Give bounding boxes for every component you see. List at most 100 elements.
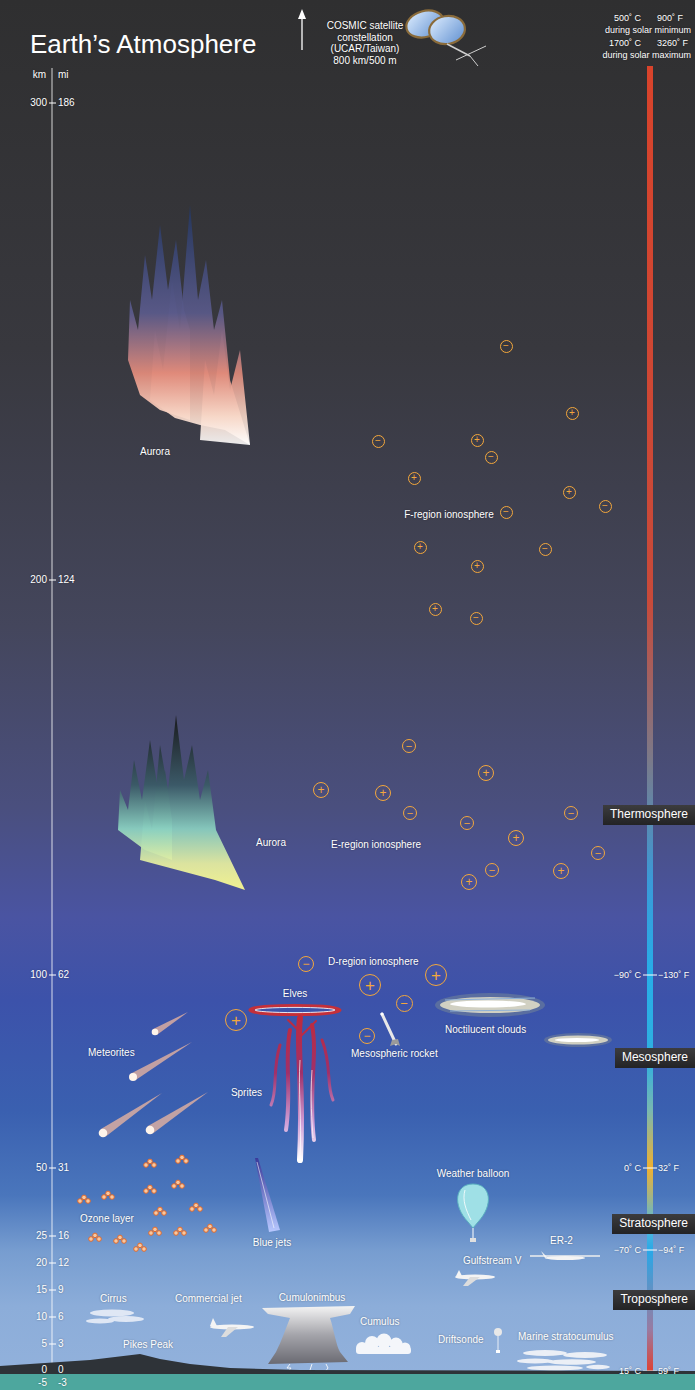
node-text: − <box>407 808 413 819</box>
node-text: − <box>375 436 381 446</box>
temperature-label: −90˚ C <box>614 970 641 980</box>
ion-symbol: − <box>500 340 513 353</box>
feature-label: Weather balloon <box>437 1168 510 1180</box>
altitude-km: 50 <box>36 1162 47 1174</box>
altitude-mi: 3 <box>58 1338 64 1350</box>
ion-symbol: + <box>414 541 427 554</box>
node-text: + <box>411 473 417 483</box>
ion-symbol: + <box>461 874 477 890</box>
altitude-mi: 6 <box>58 1311 64 1323</box>
node-text: + <box>482 767 489 779</box>
temperature-label: 900˚ F <box>657 13 683 23</box>
node-text: + <box>465 876 472 888</box>
altitude-km: 15 <box>36 1284 47 1296</box>
node-text: + <box>566 487 572 497</box>
node-text: + <box>474 435 480 445</box>
altitude-km: 300 <box>30 97 47 109</box>
altitude-mi: 16 <box>58 1230 69 1242</box>
node-text: + <box>474 561 480 571</box>
temperature-label: 1700˚ C <box>609 38 641 48</box>
node-text: + <box>365 977 375 994</box>
temperature-label: −130˚ F <box>658 970 689 980</box>
ion-symbol: + <box>313 782 329 798</box>
ion-symbol: − <box>460 816 474 830</box>
altitude-km: 25 <box>36 1230 47 1242</box>
ion-symbol: + <box>478 765 494 781</box>
temperature-label: 32˚ F <box>658 1163 679 1173</box>
temperature-label: 15˚ C <box>619 1366 641 1376</box>
feature-label: Marine stratocumulus <box>518 1331 614 1343</box>
altitude-mi: 0 <box>58 1364 64 1376</box>
node-text: + <box>557 865 564 877</box>
altitude-mi: 31 <box>58 1162 69 1174</box>
layer-band: Mesosphere <box>615 1048 695 1067</box>
feature-label: ER-2 <box>550 1235 573 1247</box>
ion-symbol: − <box>500 506 513 519</box>
altitude-km: -5 <box>38 1377 47 1389</box>
node-text: + <box>431 967 441 984</box>
feature-label: Meteorites <box>88 1047 135 1059</box>
feature-label: F-region ionosphere <box>404 509 494 521</box>
feature-label: Aurora <box>140 446 170 458</box>
node-text: Thermosphere <box>610 807 688 821</box>
feature-label: Driftsonde <box>438 1334 484 1346</box>
feature-label: Cumulonimbus <box>279 1292 346 1304</box>
ion-symbol: − <box>396 995 413 1012</box>
ion-symbol: − <box>564 806 578 820</box>
node-text: − <box>503 341 509 351</box>
axis-unit: km <box>33 69 46 81</box>
node-text: − <box>542 544 548 554</box>
diagram-title: Earth’s Atmosphere <box>30 30 256 60</box>
feature-label: Sprites <box>231 1087 262 1099</box>
node-text: + <box>512 832 519 844</box>
ion-symbol: + <box>225 1009 247 1031</box>
feature-label: E-region ionosphere <box>331 839 421 851</box>
altitude-km: 200 <box>30 574 47 586</box>
feature-label: Blue jets <box>253 1237 291 1249</box>
altitude-km: 20 <box>36 1257 47 1269</box>
feature-label: Noctilucent clouds <box>445 1024 526 1036</box>
node-text: − <box>464 818 470 829</box>
feature-label: Elves <box>283 988 307 1000</box>
ion-symbol: + <box>471 560 484 573</box>
ion-symbol: − <box>539 543 552 556</box>
ion-symbol: + <box>563 486 576 499</box>
node-text: Stratosphere <box>619 1216 688 1230</box>
temperature-label: −94˚ F <box>658 1245 684 1255</box>
node-text: + <box>569 408 575 418</box>
altitude-mi: 186 <box>58 97 75 109</box>
node-text: + <box>317 784 324 796</box>
feature-label: Pikes Peak <box>123 1339 173 1351</box>
altitude-mi: 124 <box>58 574 75 586</box>
ion-symbol: + <box>408 472 421 485</box>
node-text: − <box>406 741 412 752</box>
altitude-mi: 12 <box>58 1257 69 1269</box>
temperature-note: during solar maximum <box>602 50 691 60</box>
ion-symbol: − <box>470 612 483 625</box>
node-text: − <box>363 1030 370 1042</box>
temperature-label: 500˚ C <box>614 13 641 23</box>
ion-symbol: + <box>471 434 484 447</box>
node-text: − <box>302 958 309 970</box>
node-text: + <box>379 787 386 799</box>
ion-symbol: − <box>485 863 499 877</box>
altitude-mi: -3 <box>58 1377 67 1389</box>
feature-label: Ozone layer <box>80 1213 134 1225</box>
ion-symbol: + <box>429 603 442 616</box>
ion-symbol: + <box>375 785 391 801</box>
feature-label: Cumulus <box>360 1316 399 1328</box>
layer-band: Stratosphere <box>612 1214 695 1233</box>
feature-label: Mesospheric rocket <box>351 1048 438 1060</box>
ion-symbol: − <box>372 435 385 448</box>
node-text: + <box>231 1012 241 1029</box>
node-text: − <box>489 865 495 876</box>
feature-label: Cirrus <box>100 1293 127 1305</box>
ion-symbol: − <box>402 739 416 753</box>
temperature-note: during solar minimum <box>605 25 691 35</box>
ion-symbol: − <box>403 806 417 820</box>
altitude-mi: 62 <box>58 969 69 981</box>
feature-label: Aurora <box>256 837 286 849</box>
temperature-label: 3260˚ F <box>657 38 688 48</box>
